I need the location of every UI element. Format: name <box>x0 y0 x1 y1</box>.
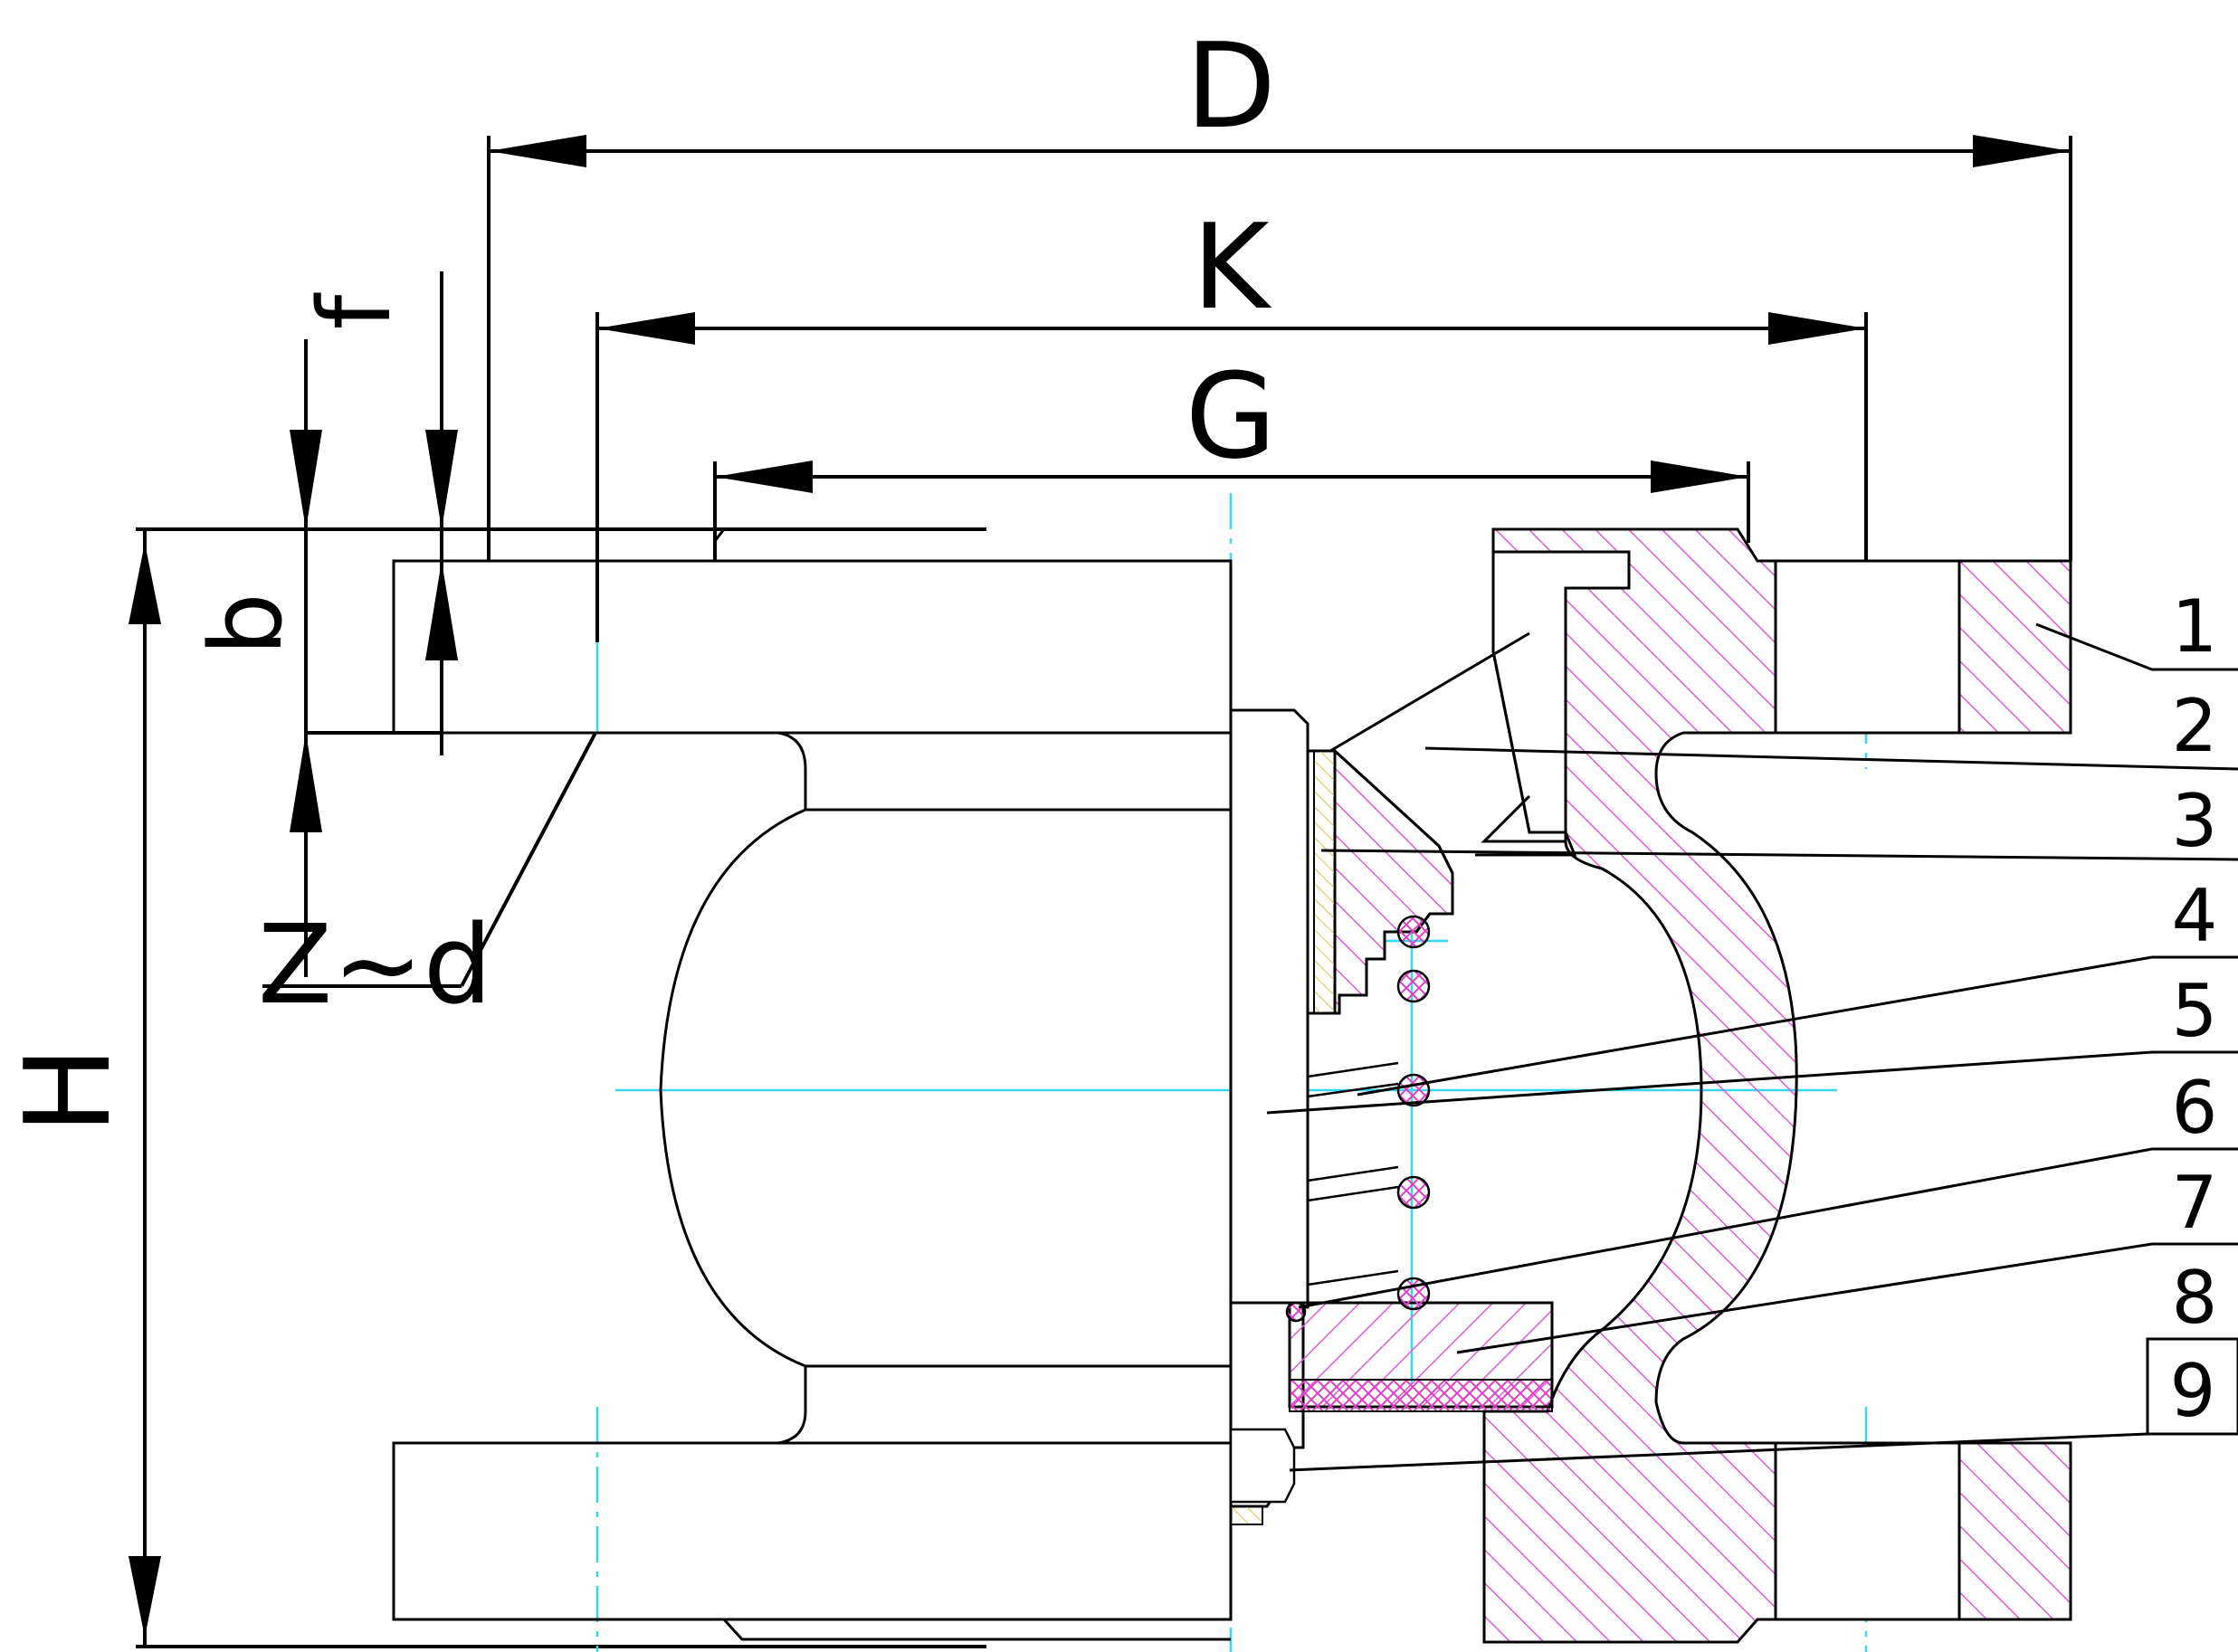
balloon-2: 2 <box>2172 684 2218 768</box>
dim-label-d: D <box>1186 17 1276 155</box>
balloon-7: 7 <box>2172 1161 2218 1245</box>
leader-lines <box>1266 622 2238 1472</box>
balloon-6: 6 <box>2172 1066 2218 1150</box>
dimension-arrows <box>129 135 2071 1638</box>
balloon-3: 3 <box>2172 779 2218 863</box>
balloon-8: 8 <box>2172 1256 2218 1340</box>
balloon-1: 1 <box>2172 584 2218 669</box>
spring-seat <box>1288 1301 1554 1412</box>
dim-label-zd: Z~d <box>258 903 492 1029</box>
dim-label-g: G <box>1186 347 1277 485</box>
nut <box>1229 1428 1296 1504</box>
dim-label-b: b <box>188 593 304 656</box>
dim-label-f: f <box>297 292 413 329</box>
balloon-4: 4 <box>2172 874 2218 958</box>
body-section <box>1329 527 2072 1644</box>
balloon-5: 5 <box>2172 969 2218 1053</box>
dim-label-h: H <box>0 1046 137 1135</box>
balloon-9: 9 <box>2170 1349 2216 1433</box>
dim-label-k: K <box>1192 198 1271 336</box>
dimension-lines <box>136 136 2072 1648</box>
part-balloons: 1 2 3 4 5 6 7 8 9 <box>2170 584 2218 1433</box>
left-body-outline <box>392 527 1233 1641</box>
